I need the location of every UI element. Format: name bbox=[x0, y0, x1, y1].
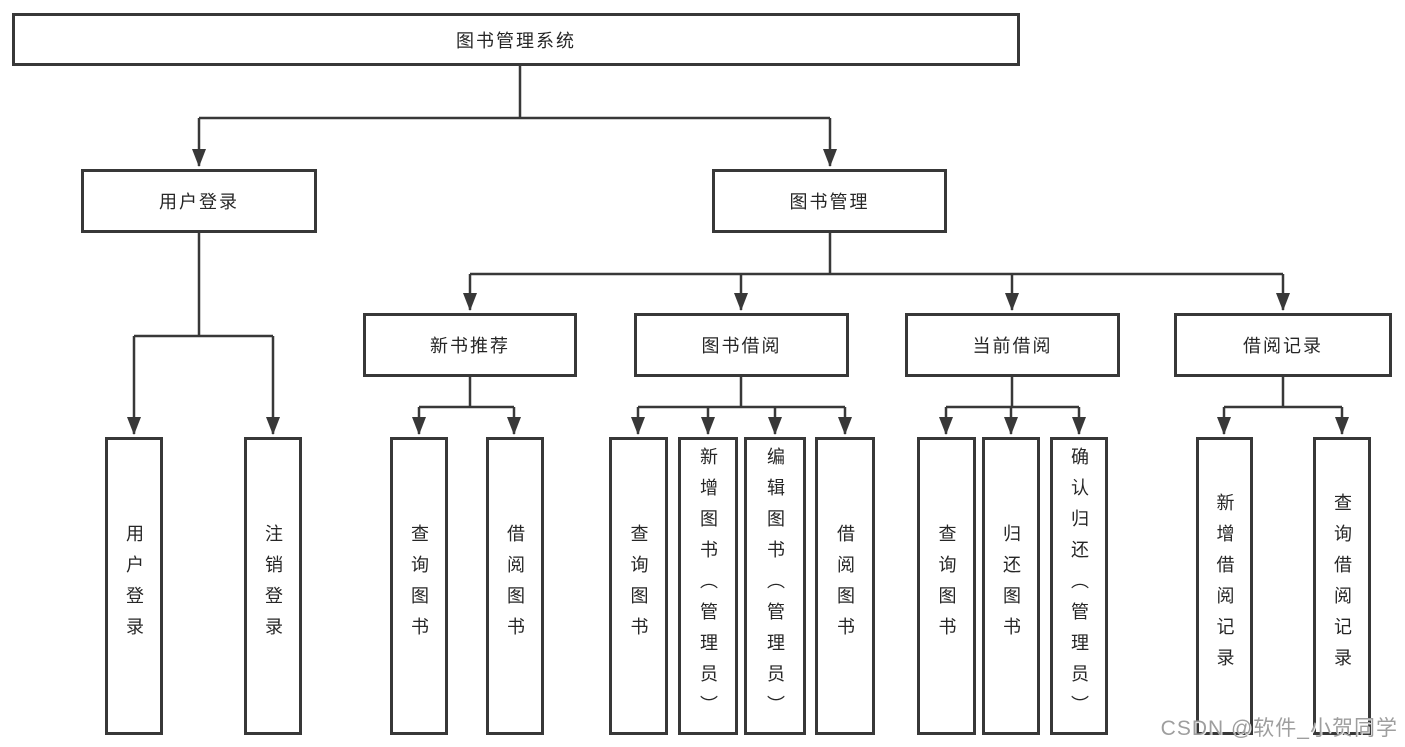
leaf-return-books: 归还图书 bbox=[982, 437, 1040, 735]
leaf-user-login: 用户登录 bbox=[105, 437, 163, 735]
node-book-borrow: 图书借阅 bbox=[634, 313, 849, 377]
node-current-borrow-label: 当前借阅 bbox=[972, 336, 1053, 356]
leaf-query-borrow-record-label: 查询借阅记录 bbox=[1332, 493, 1352, 679]
leaf-recommend-borrow-books: 借阅图书 bbox=[486, 437, 544, 735]
leaf-logout: 注销登录 bbox=[244, 437, 302, 735]
node-new-book-recommend: 新书推荐 bbox=[363, 313, 577, 377]
leaf-user-login-label: 用户登录 bbox=[124, 524, 144, 648]
leaf-add-books-admin: 新增图书（管理员） bbox=[678, 437, 738, 735]
csdn-watermark: CSDN @软件_小贺同学 bbox=[1160, 717, 1398, 740]
node-borrow-records: 借阅记录 bbox=[1174, 313, 1392, 377]
leaf-current-query-books-label: 查询图书 bbox=[936, 524, 957, 648]
leaf-recommend-query-books: 查询图书 bbox=[390, 437, 448, 735]
node-book-borrow-label: 图书借阅 bbox=[701, 336, 782, 356]
node-user-login-label: 用户登录 bbox=[159, 192, 239, 212]
leaf-query-borrow-record: 查询借阅记录 bbox=[1313, 437, 1371, 735]
leaf-add-books-admin-label: 新增图书（管理员） bbox=[698, 446, 718, 726]
leaf-borrow-books-label: 借阅图书 bbox=[835, 524, 855, 648]
node-library-system: 图书管理系统 bbox=[12, 13, 1020, 66]
node-current-borrow: 当前借阅 bbox=[905, 313, 1120, 377]
leaf-logout-label: 注销登录 bbox=[263, 524, 283, 648]
node-borrow-records-label: 借阅记录 bbox=[1243, 336, 1323, 356]
leaf-return-books-label: 归还图书 bbox=[1001, 524, 1021, 648]
leaf-edit-books-admin-label: 编辑图书（管理员） bbox=[765, 446, 785, 726]
leaf-edit-books-admin: 编辑图书（管理员） bbox=[744, 437, 806, 735]
leaf-confirm-return-admin-label: 确认归还（管理员） bbox=[1069, 446, 1089, 726]
leaf-recommend-query-books-label: 查询图书 bbox=[409, 524, 429, 648]
leaf-add-borrow-record: 新增借阅记录 bbox=[1196, 437, 1253, 735]
leaf-add-borrow-record-label: 新增借阅记录 bbox=[1214, 493, 1235, 679]
leaf-current-query-books: 查询图书 bbox=[917, 437, 976, 735]
node-book-management-label: 图书管理 bbox=[789, 192, 870, 212]
node-library-system-label: 图书管理系统 bbox=[456, 30, 576, 51]
node-book-management: 图书管理 bbox=[712, 169, 947, 233]
node-user-login: 用户登录 bbox=[81, 169, 317, 233]
node-new-book-recommend-label: 新书推荐 bbox=[430, 336, 510, 356]
leaf-recommend-borrow-books-label: 借阅图书 bbox=[505, 524, 525, 648]
leaf-confirm-return-admin: 确认归还（管理员） bbox=[1050, 437, 1108, 735]
leaf-borrow-books: 借阅图书 bbox=[815, 437, 875, 735]
leaf-borrow-query-books-label: 查询图书 bbox=[628, 524, 649, 648]
leaf-borrow-query-books: 查询图书 bbox=[609, 437, 668, 735]
